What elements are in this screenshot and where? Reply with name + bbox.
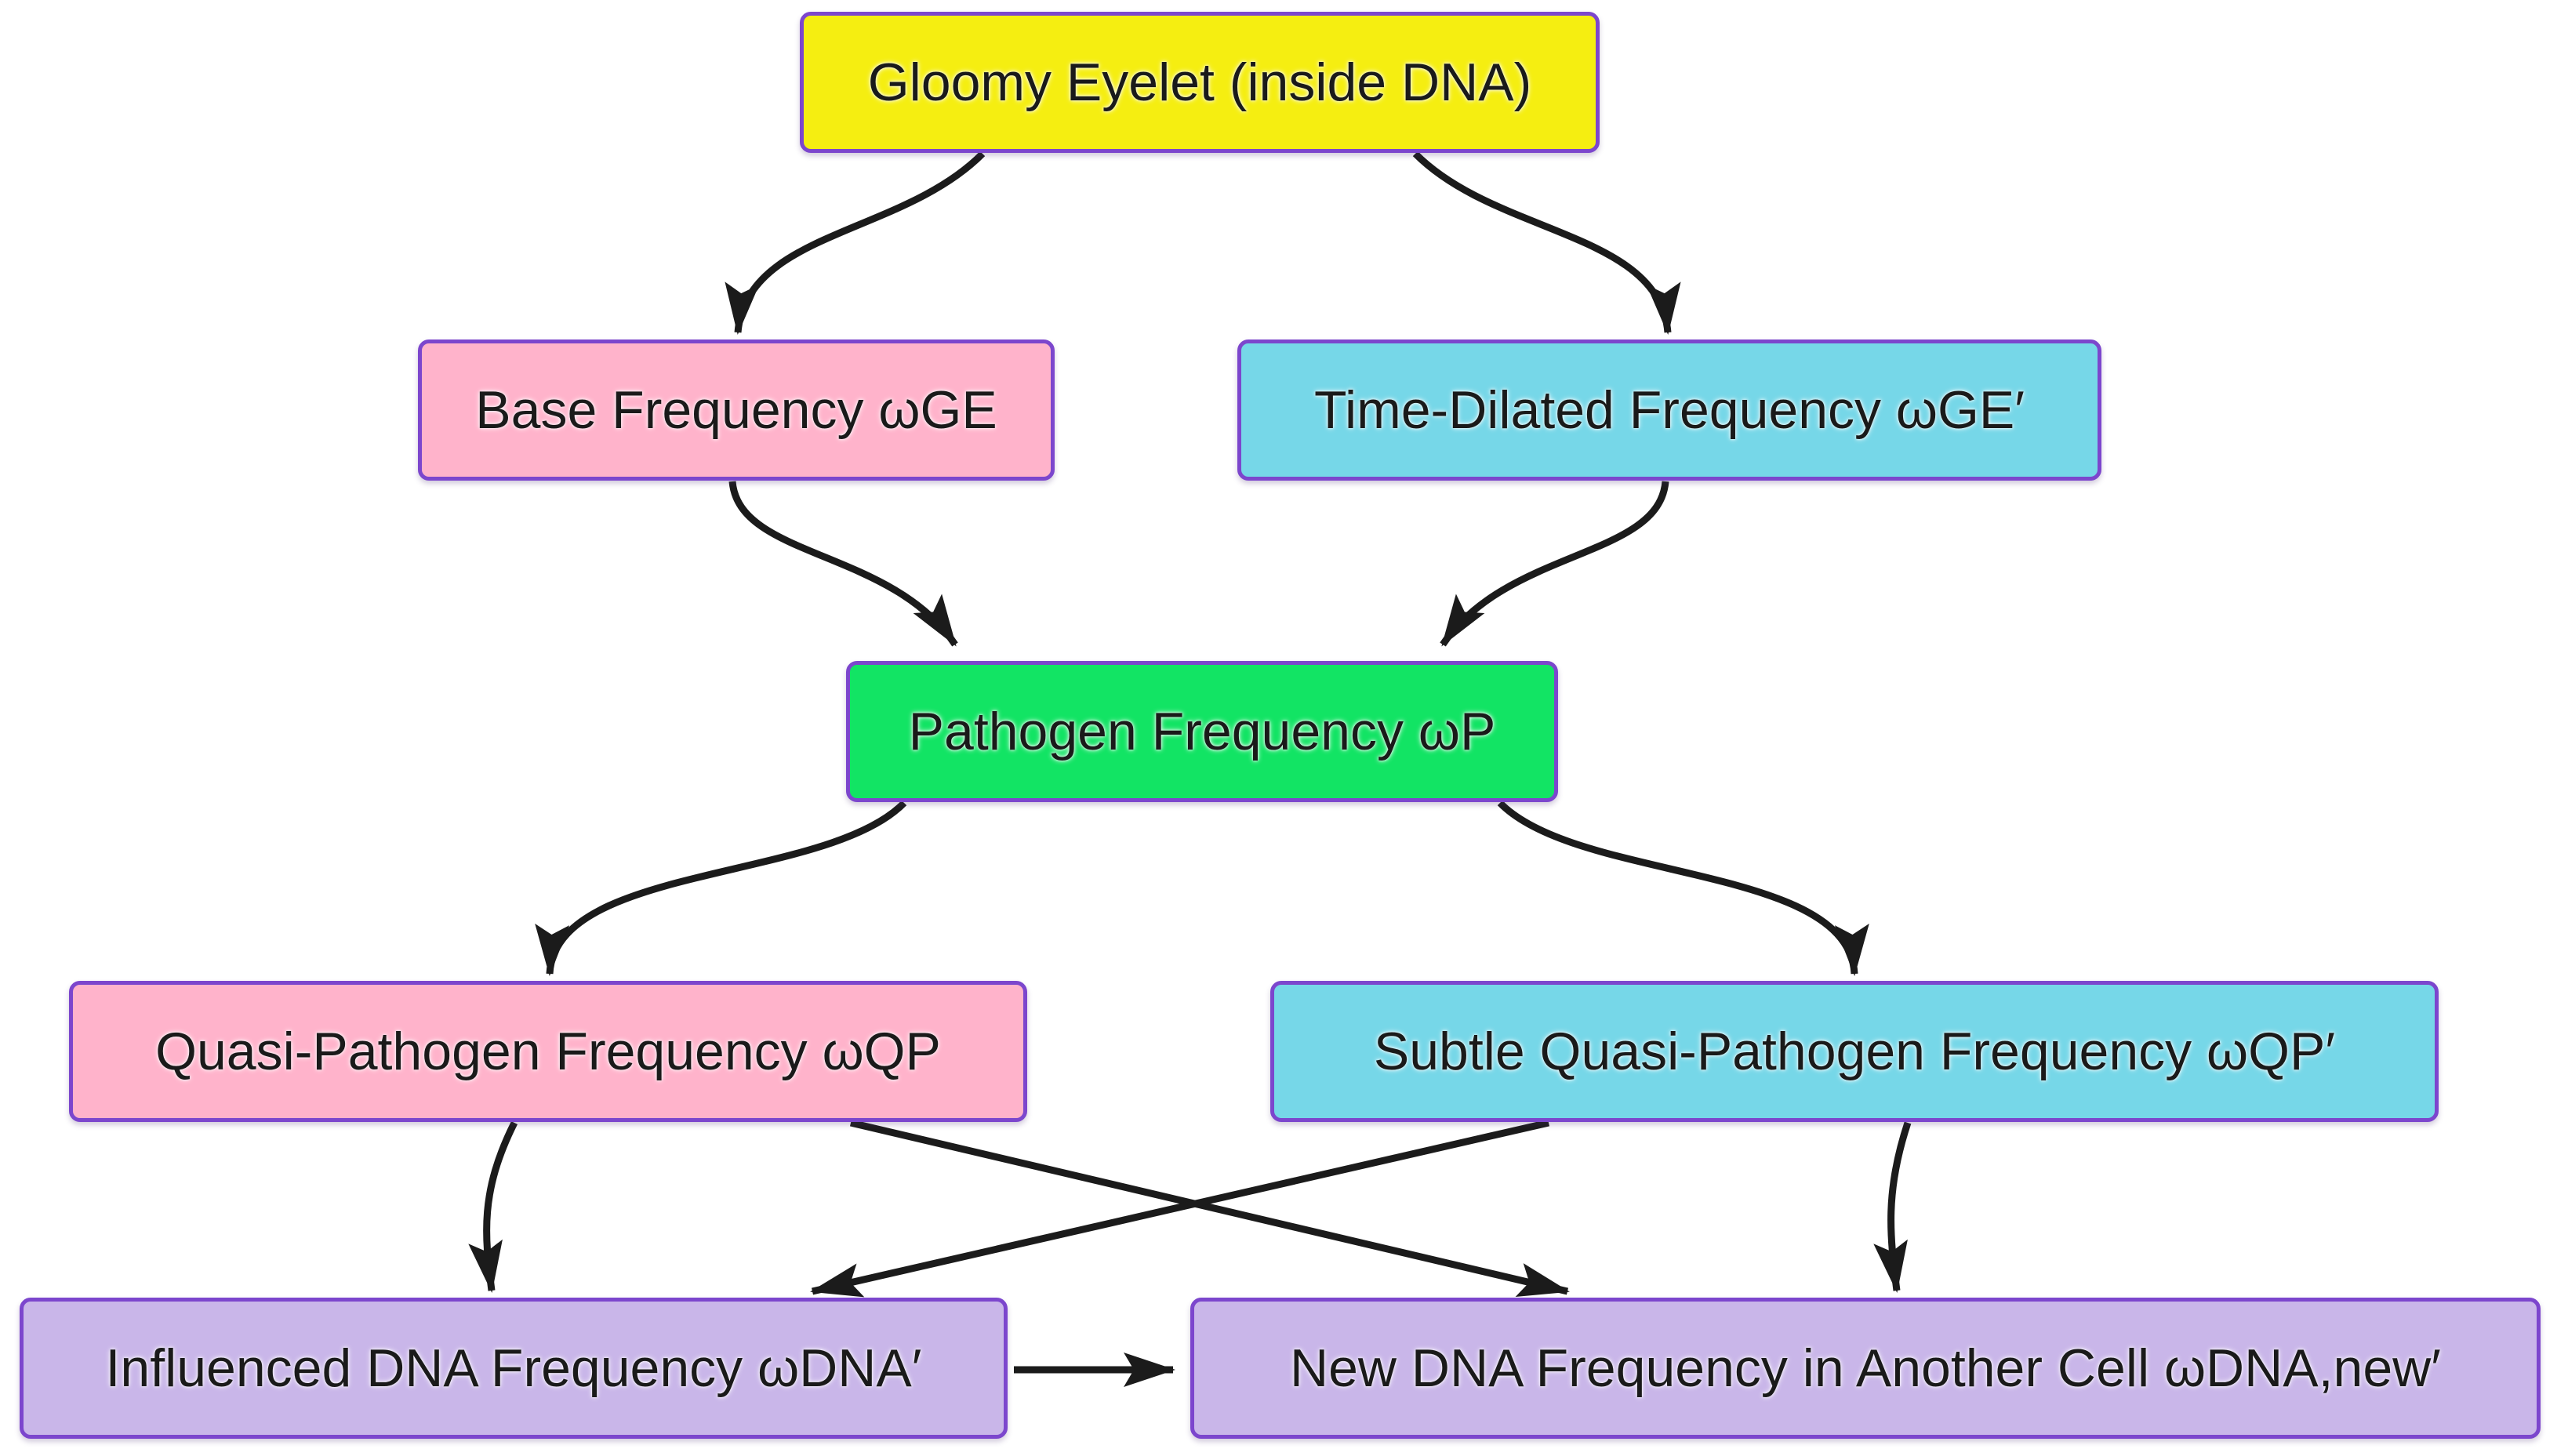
node-base-frequency-label: Base Frequency ωGE [475,380,997,440]
node-gloomy-eyelet-label: Gloomy Eyelet (inside DNA) [867,53,1532,112]
node-new-dna-frequency: New DNA Frequency in Another Cell ωDNA,n… [1190,1298,2541,1439]
edge-quasi-to-new-dna [849,1119,1570,1297]
node-base-frequency: Base Frequency ωGE [418,339,1055,481]
node-time-dilated-frequency-label: Time-Dilated Frequency ωGE′ [1313,380,2025,440]
node-influenced-dna-frequency: Influenced DNA Frequency ωDNA′ [20,1298,1008,1439]
edge-gloomy-to-base [725,151,986,335]
edge-gloomy-to-time-dilated [1412,151,1681,335]
node-influenced-dna-frequency-label: Influenced DNA Frequency ωDNA′ [105,1338,922,1398]
node-pathogen-frequency-label: Pathogen Frequency ωP [908,702,1496,761]
edge-subtle-to-influenced [810,1119,1550,1298]
node-pathogen-frequency: Pathogen Frequency ωP [846,661,1558,802]
edge-pathogen-to-subtle [1497,800,1869,976]
node-time-dilated-frequency: Time-Dilated Frequency ωGE′ [1237,339,2101,481]
node-new-dna-frequency-label: New DNA Frequency in Another Cell ωDNA,n… [1289,1338,2441,1398]
edge-pathogen-to-quasi [535,800,907,976]
node-gloomy-eyelet: Gloomy Eyelet (inside DNA) [800,12,1600,153]
node-quasi-pathogen-frequency: Quasi-Pathogen Frequency ωQP [69,981,1027,1122]
node-quasi-pathogen-frequency-label: Quasi-Pathogen Frequency ωQP [155,1022,941,1081]
edge-time-dilated-to-pathogen [1440,481,1669,647]
edge-quasi-to-influenced [468,1120,518,1293]
node-subtle-quasi-pathogen-frequency-label: Subtle Quasi-Pathogen Frequency ωQP′ [1373,1022,2336,1081]
edge-base-to-pathogen [728,481,958,647]
node-subtle-quasi-pathogen-frequency: Subtle Quasi-Pathogen Frequency ωQP′ [1270,981,2439,1122]
edge-subtle-to-new-dna [1873,1121,1912,1293]
